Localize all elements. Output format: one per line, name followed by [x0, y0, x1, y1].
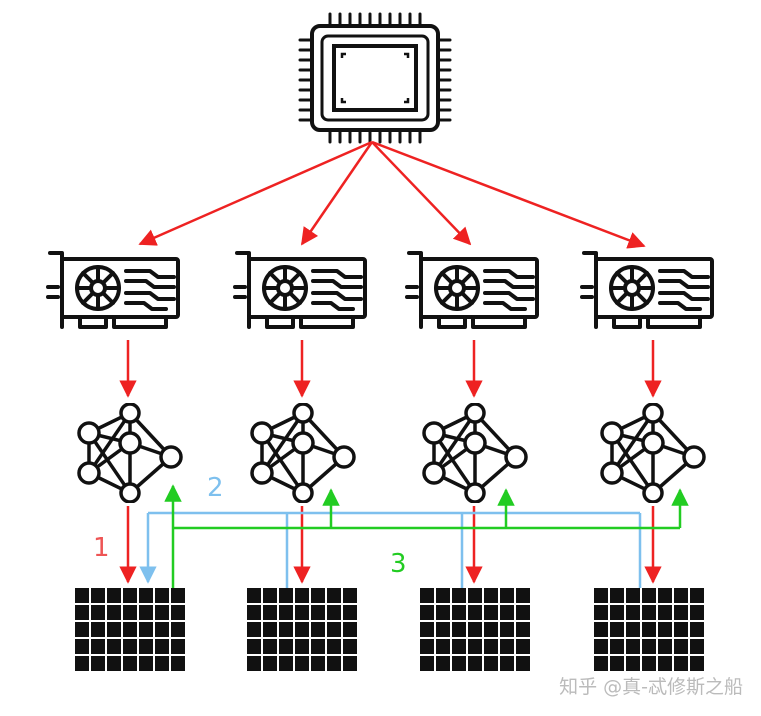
- arrow-cpu-gpu-4: [371, 140, 646, 249]
- graphics-card-icon: [46, 251, 180, 329]
- green-broadcast-lines: [164, 484, 689, 590]
- watermark: 知乎 @真-忒修斯之船: [559, 676, 743, 698]
- blue-gather-lines: [139, 511, 642, 588]
- neural-network-icon: [250, 403, 356, 503]
- step-1-label: 1: [93, 533, 110, 563]
- data-grid-icon: [247, 588, 357, 672]
- cpu-to-gpu-arrows: [138, 140, 646, 249]
- graphics-card-icon: [233, 251, 367, 329]
- arrow-cpu-gpu-3: [371, 141, 472, 246]
- step-3-label: 3: [390, 549, 407, 579]
- neural-network-icon: [77, 403, 183, 503]
- data-grid-icon: [594, 588, 704, 672]
- arrow-cpu-gpu-2: [300, 141, 374, 246]
- data-grid-icon: [75, 588, 185, 672]
- step-2-label: 2: [207, 473, 224, 503]
- cpu-chip-icon: [298, 12, 452, 144]
- graphics-card-icon: [405, 251, 539, 329]
- neural-network-icon: [600, 403, 706, 503]
- arrow-cpu-gpu-1: [138, 140, 373, 246]
- neural-network-icon: [422, 403, 528, 503]
- graphics-card-icon: [580, 251, 714, 329]
- gpu-to-network-arrows: [119, 340, 662, 398]
- network-to-grid-arrows: [119, 506, 662, 584]
- data-grid-icon: [420, 588, 530, 672]
